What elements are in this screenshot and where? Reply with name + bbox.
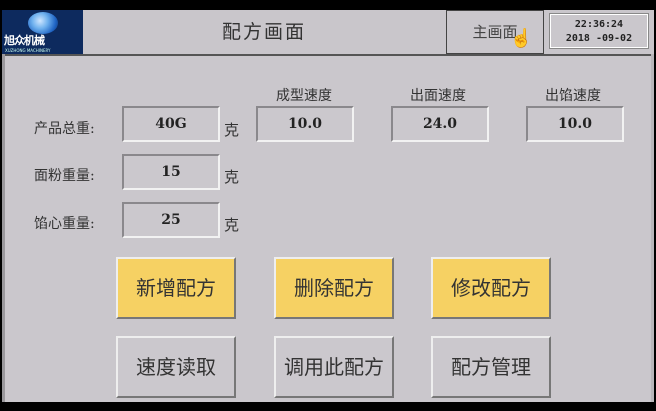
datetime-display: 22:36:24 2018 -09-02 [549, 13, 649, 49]
new-recipe-button[interactable]: 新增配方 [116, 257, 236, 319]
forming-speed-label: 成型速度 [276, 88, 332, 104]
screen-edge-left [2, 54, 5, 402]
clock-date: 2018 -09-02 [565, 33, 633, 44]
header-bar: 旭众机械 XUZHONG MACHINERY 配方画面 主画面 ☝ 22:36:… [2, 10, 654, 56]
flour-weight-field[interactable]: 15 [122, 154, 220, 190]
flour-weight-label: 面粉重量: [34, 168, 95, 184]
read-speed-button[interactable]: 速度读取 [116, 336, 236, 398]
hmi-screen: 旭众机械 XUZHONG MACHINERY 配方画面 主画面 ☝ 22:36:… [2, 10, 654, 402]
logo-text: 旭众机械 [4, 34, 45, 47]
hand-cursor-icon: ☝ [510, 28, 533, 49]
globe-icon [28, 12, 58, 34]
home-screen-button[interactable]: 主画面 [446, 10, 544, 54]
load-recipe-button[interactable]: 调用此配方 [274, 336, 394, 398]
filling-speed-field[interactable]: 10.0 [526, 106, 624, 142]
total-weight-label: 产品总重: [34, 121, 95, 137]
dough-speed-field[interactable]: 24.0 [391, 106, 489, 142]
filling-weight-unit: 克 [224, 216, 240, 234]
recipe-management-button[interactable]: 配方管理 [431, 336, 551, 398]
clock-time: 22:36:24 [574, 19, 624, 30]
delete-recipe-button[interactable]: 删除配方 [274, 257, 394, 319]
company-logo: 旭众机械 XUZHONG MACHINERY [2, 10, 83, 54]
filling-weight-field[interactable]: 25 [122, 202, 220, 238]
modify-recipe-button[interactable]: 修改配方 [431, 257, 551, 319]
flour-weight-unit: 克 [224, 168, 240, 186]
total-weight-unit: 克 [224, 121, 240, 139]
total-weight-field[interactable]: 40G [122, 106, 220, 142]
filling-weight-label: 馅心重量: [34, 216, 95, 232]
forming-speed-field[interactable]: 10.0 [256, 106, 354, 142]
filling-speed-label: 出馅速度 [545, 88, 601, 104]
page-title: 配方画面 [221, 21, 306, 43]
logo-subtext: XUZHONG MACHINERY [5, 48, 51, 53]
screen-edge-right [651, 54, 654, 402]
dough-speed-label: 出面速度 [410, 88, 466, 104]
